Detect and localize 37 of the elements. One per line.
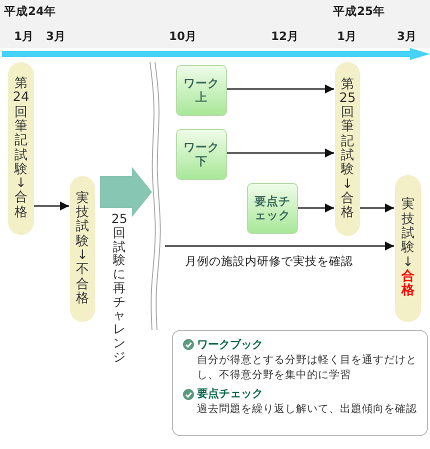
edge-label: 月例の施設内研修で実技を確認 — [185, 254, 353, 269]
step-text: 第24回筆記試験↓合格 — [12, 77, 30, 220]
month-label: 1月 — [337, 29, 358, 44]
month-label: 3月 — [46, 29, 66, 44]
step-pill — [8, 62, 34, 235]
box-text: ワーク上 — [182, 76, 220, 104]
box-text: ワーク下 — [182, 140, 220, 168]
month-label: 3月 — [397, 29, 418, 44]
step-text: 第25回筆記試験↓合格 — [338, 78, 357, 220]
note-heading: ワークブック — [197, 337, 263, 353]
step-text: 実技試験↓不合格 — [74, 192, 90, 306]
month-label: 12月 — [271, 29, 300, 44]
step-pill — [70, 176, 95, 322]
note-text: 過去問題を繰り返し解いて、出題傾向を確認 — [196, 402, 418, 418]
study-box — [247, 183, 298, 234]
block-arrow — [100, 167, 152, 217]
box-text: 要点チェック — [254, 194, 292, 222]
step-pill — [395, 175, 421, 322]
arrow — [227, 148, 334, 158]
study-box — [176, 129, 227, 180]
arrow — [298, 204, 334, 212]
arrow — [34, 202, 69, 210]
study-box — [176, 65, 227, 116]
annotation-text: 25回試験に再チャレンジ — [110, 212, 128, 364]
notes-card — [172, 330, 428, 436]
arrow — [360, 204, 394, 212]
arrow — [165, 242, 394, 250]
month-label: 1月 — [14, 29, 34, 44]
note-heading: 要点チェック — [197, 386, 263, 402]
step-pill — [335, 62, 360, 236]
result-text: 合格 — [400, 270, 416, 299]
note-text: 自分が得意とする分野は軽く目を通すだけとし、不得意分野を集中的に学習 — [196, 352, 418, 384]
year-label: 平成24年 — [4, 4, 56, 19]
month-label: 10月 — [169, 29, 198, 44]
arrow — [227, 84, 334, 94]
year-label: 平成25年 — [333, 4, 386, 19]
step-text: 実技試験↓ — [400, 198, 416, 270]
